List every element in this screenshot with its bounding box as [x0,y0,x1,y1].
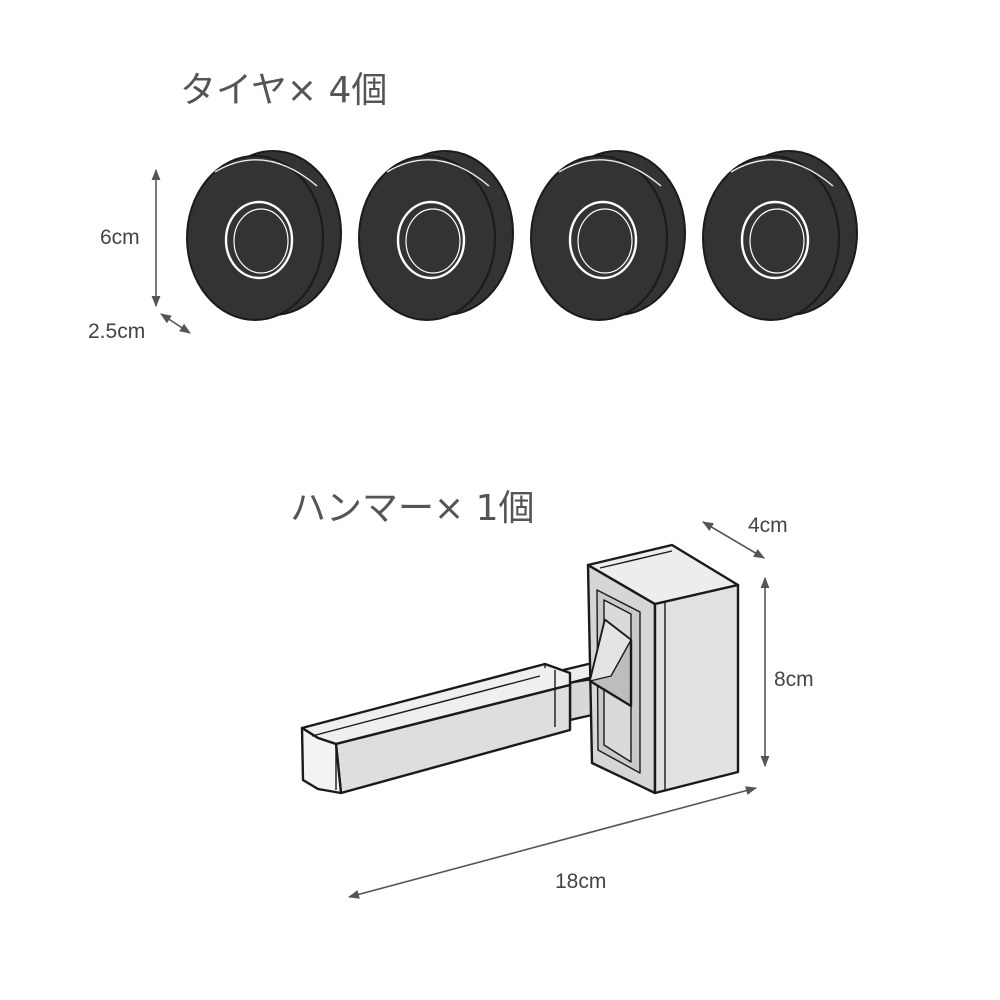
hammer-length-arrow [347,786,758,899]
tires-heading: タイヤ× 4個 [180,70,387,111]
hammer-depth-label: 4cm [748,514,788,537]
tire-group [186,150,858,321]
tire-diameter-label: 6cm [100,226,140,249]
hammer-illustration [300,543,740,795]
hammer-heading: ハンマー× 1個 [290,488,535,529]
hammer-depth-arrow [702,521,765,559]
tire-thickness-arrow [160,313,191,334]
hammer-head [586,543,740,795]
tire [186,150,342,321]
tire-thickness-label: 2.5cm [88,320,145,343]
hammer-handle [300,662,572,795]
hammer-height-label: 8cm [774,668,814,691]
tire [702,150,858,321]
tire [530,150,686,321]
hammer-length-label: 18cm [555,870,606,893]
tire [358,150,514,321]
